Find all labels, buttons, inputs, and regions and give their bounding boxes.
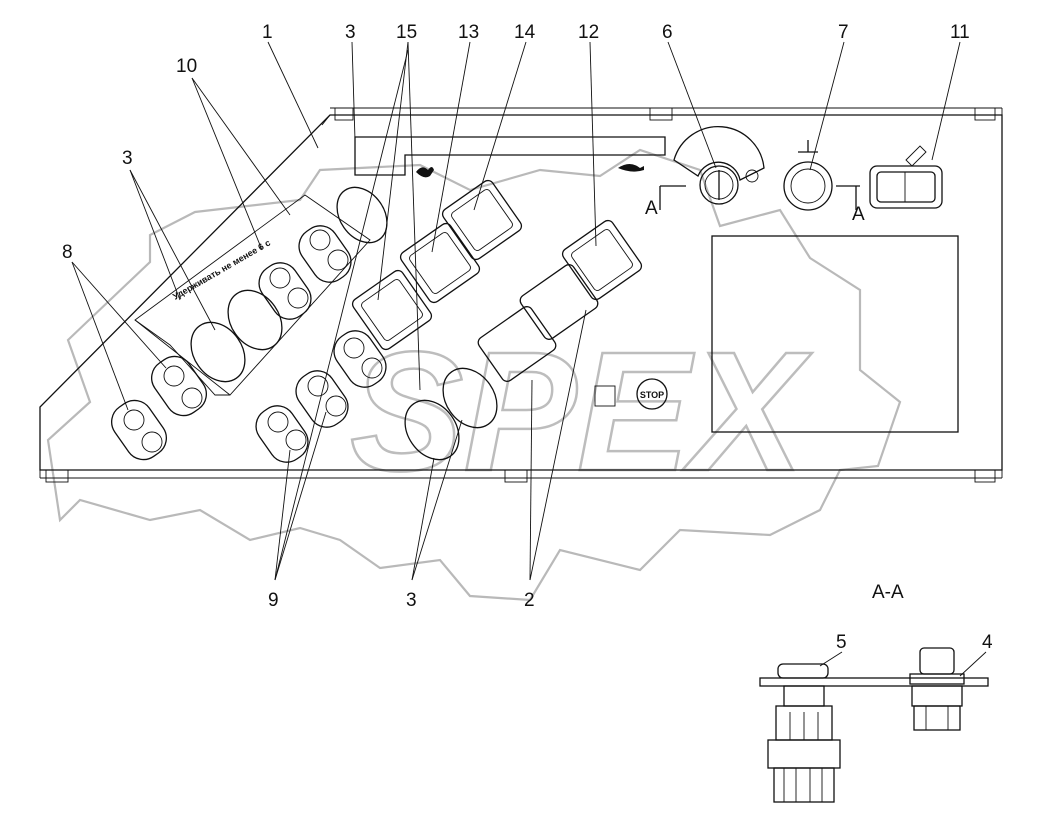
blank-buttons [180, 178, 508, 461]
switch-12[interactable] [560, 218, 644, 302]
blank-button[interactable] [180, 312, 256, 392]
rabbit-icon [416, 167, 434, 178]
callout-4: 4 [982, 632, 993, 653]
callout-7: 7 [838, 22, 849, 43]
key-switch-6[interactable] [673, 125, 765, 205]
indicator-2b [519, 264, 599, 340]
callout-1: 1 [262, 22, 273, 43]
callout-14: 14 [514, 22, 536, 43]
callout-15: 15 [396, 22, 417, 43]
leader-lines [71, 41, 987, 677]
section-markers: А А А-А [645, 185, 904, 603]
callout-3-top: 3 [345, 22, 356, 43]
callout-10: 10 [176, 56, 197, 77]
rocker-switch-11[interactable] [869, 145, 943, 209]
blank-button[interactable] [217, 280, 293, 360]
rocker-pair-8[interactable] [105, 349, 214, 466]
callout-5: 5 [836, 632, 847, 653]
watermark-gear: SPEX [46, 148, 902, 602]
callout-9: 9 [268, 590, 279, 611]
watermark-text: SPEX [350, 317, 812, 507]
indicator-square [594, 385, 616, 407]
turtle-icon [618, 164, 644, 172]
callout-6: 6 [662, 22, 673, 43]
section-marker-right: А [852, 204, 865, 225]
switch-13[interactable] [398, 221, 482, 305]
blank-button[interactable] [432, 358, 508, 438]
callout-3-bottom: 3 [406, 590, 417, 611]
rocker-buttons [105, 219, 393, 469]
callout-8: 8 [62, 242, 73, 263]
display-window [711, 235, 959, 433]
blank-button[interactable] [327, 178, 397, 252]
rocker-pair-9[interactable] [249, 324, 393, 469]
stop-button[interactable]: STOP [636, 378, 668, 410]
section-marker-left: А [645, 198, 658, 219]
switch-14[interactable] [440, 178, 524, 262]
rocker-pair-10[interactable] [252, 219, 358, 326]
callout-3-left: 3 [122, 148, 133, 169]
callout-2: 2 [524, 590, 535, 611]
callout-11: 11 [950, 22, 970, 43]
section-label: А-А [872, 582, 904, 603]
callout-labels: 1 3 15 13 14 12 6 7 11 10 3 8 9 3 2 5 4 [62, 22, 993, 653]
section-view [759, 647, 989, 803]
push-button-7[interactable] [783, 140, 833, 211]
stop-label: STOP [640, 390, 664, 400]
indicator-2a [477, 306, 557, 382]
callout-13: 13 [458, 22, 479, 43]
speed-indicator-slot [354, 136, 666, 176]
callout-12: 12 [578, 22, 599, 43]
